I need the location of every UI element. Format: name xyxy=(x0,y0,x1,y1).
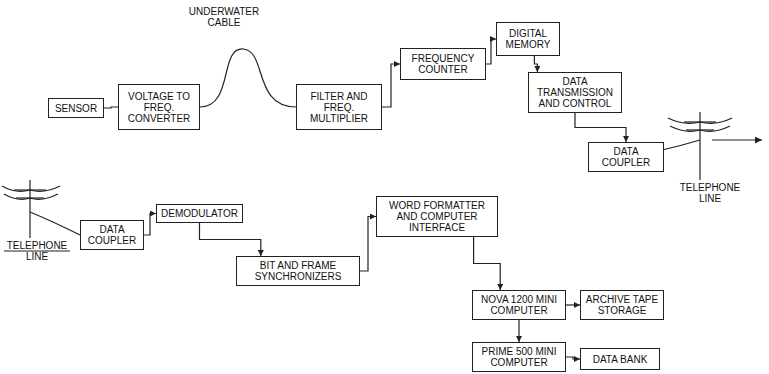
box-label: DATA TRANSMISSION AND CONTROL xyxy=(529,74,621,111)
box-label: DATA COUPLER xyxy=(589,144,663,170)
box-label: DATA BANK xyxy=(590,352,651,367)
flow-arrow xyxy=(360,217,376,272)
process-box: DATA COUPLER xyxy=(80,220,144,250)
flow-arrow xyxy=(474,237,501,290)
line-out-arrow xyxy=(712,139,762,140)
box-label: VOLTAGE TO FREQ. CONVERTER xyxy=(119,89,199,126)
process-box: VOLTAGE TO FREQ. CONVERTER xyxy=(118,84,200,130)
process-box: FREQUENCY COUNTER xyxy=(400,48,486,80)
telephone-pole xyxy=(662,112,732,180)
box-label: DATA COUPLER xyxy=(81,222,143,248)
box-label: NOVA 1200 MINI COMPUTER xyxy=(473,292,565,318)
flow-arrow xyxy=(104,107,118,108)
flow-arrow xyxy=(518,320,519,342)
process-box: FILTER AND FREQ. MULTIPLIER xyxy=(296,84,382,130)
annotation-label: TELEPHONE LINE xyxy=(672,182,748,204)
process-box: NOVA 1200 MINI COMPUTER xyxy=(472,290,566,320)
process-box: BIT AND FRAME SYNCHRONIZERS xyxy=(236,256,360,286)
process-box: DEMODULATOR xyxy=(156,204,243,223)
box-label: FREQUENCY COUNTER xyxy=(401,51,485,77)
annotation-label: UNDERWATER CABLE xyxy=(186,6,262,28)
box-label: WORD FORMATTER AND COMPUTER INTERFACE xyxy=(377,198,497,235)
flow-arrow xyxy=(486,39,496,64)
flow-arrow xyxy=(200,223,261,256)
process-box: WORD FORMATTER AND COMPUTER INTERFACE xyxy=(376,196,498,237)
box-label: FILTER AND FREQ. MULTIPLIER xyxy=(297,89,381,126)
box-label: DEMODULATOR xyxy=(158,206,241,221)
flow-arrow xyxy=(382,64,400,107)
process-box: SENSOR xyxy=(48,98,104,118)
flow-arrow xyxy=(566,304,580,305)
annotation-label: TELEPHONE LINE xyxy=(0,240,74,262)
process-box: DIGITAL MEMORY xyxy=(496,22,560,56)
box-label: SENSOR xyxy=(52,101,100,116)
process-box: DATA TRANSMISSION AND CONTROL xyxy=(528,72,622,113)
flow-arrow xyxy=(144,214,156,236)
process-box: DATA COUPLER xyxy=(588,142,664,172)
box-label: PRIME 500 MINI COMPUTER xyxy=(473,344,565,370)
cable-connector xyxy=(200,49,296,107)
box-label: DIGITAL MEMORY xyxy=(497,26,559,52)
process-box: ARCHIVE TAPE STORAGE xyxy=(580,290,664,320)
process-box: DATA BANK xyxy=(580,348,660,370)
flow-arrow xyxy=(566,357,580,359)
process-box: PRIME 500 MINI COMPUTER xyxy=(472,342,566,372)
box-label: ARCHIVE TAPE STORAGE xyxy=(581,292,663,318)
flow-arrow xyxy=(575,113,626,142)
box-label: BIT AND FRAME SYNCHRONIZERS xyxy=(237,258,359,284)
flow-arrow xyxy=(534,56,537,72)
